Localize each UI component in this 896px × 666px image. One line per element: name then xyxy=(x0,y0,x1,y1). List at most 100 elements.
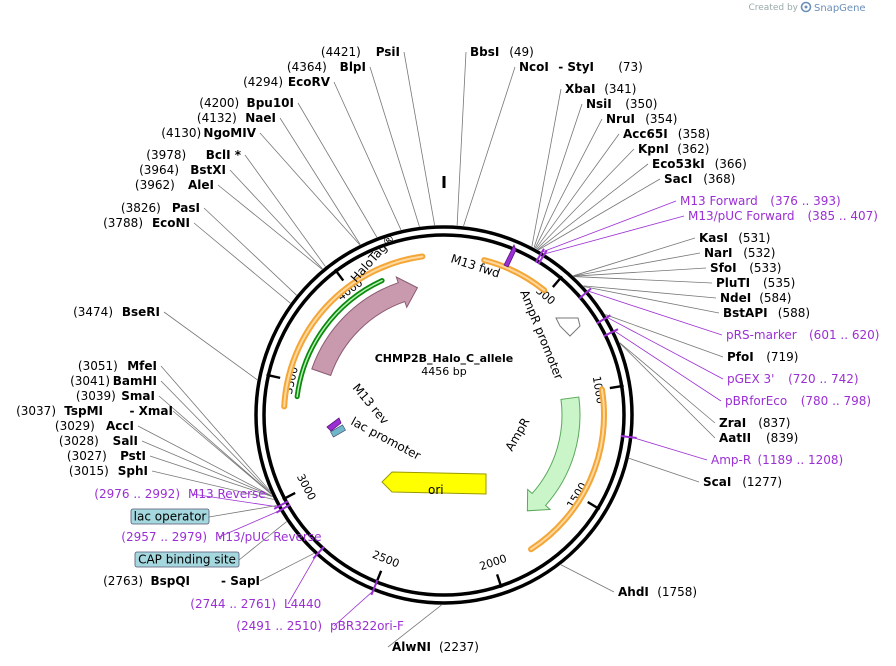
site-name: EcoNI xyxy=(152,216,190,230)
primer-site[interactable]: M13/pUC Forward(385 .. 407) xyxy=(688,209,878,223)
feature-ori[interactable]: ori xyxy=(381,471,487,497)
primer-mark xyxy=(596,314,611,325)
restriction-site[interactable]: BclI *(3978) xyxy=(146,148,241,162)
primer-leader-line xyxy=(587,290,723,336)
site-name: Acc65I xyxy=(623,127,668,141)
primer-range: (780 .. 798) xyxy=(801,394,871,408)
orf-halotag-inner-core[interactable] xyxy=(296,279,383,398)
primer-site[interactable]: pBRforEco(780 .. 798) xyxy=(725,394,871,408)
primer-site[interactable]: L4440(2744 .. 2761) xyxy=(190,597,321,611)
restriction-site[interactable]: KasI(531) xyxy=(699,231,770,245)
restriction-site[interactable]: AlwNI(2237) xyxy=(392,640,479,654)
restriction-site[interactable]: PluTI(535) xyxy=(716,276,795,290)
primer-site[interactable]: M13 Forward(376 .. 393) xyxy=(680,194,841,208)
feature-ampr[interactable]: AmpR xyxy=(502,396,581,512)
restriction-site[interactable]: NdeI(584) xyxy=(720,291,791,305)
feature-badge[interactable]: CAP binding site xyxy=(134,551,240,568)
primer-range: (2957 .. 2979) xyxy=(121,530,207,544)
leader-line xyxy=(333,81,402,231)
restriction-site[interactable]: NarI(532) xyxy=(704,246,775,260)
primer-range: (601 .. 620) xyxy=(809,328,879,342)
feature-ori-label: ori xyxy=(428,483,444,497)
restriction-site[interactable]: BstAPI(588) xyxy=(723,306,810,320)
site-name: BamHI xyxy=(113,374,157,388)
site-name: BlpI xyxy=(340,60,366,74)
restriction-site[interactable]: SmaI(3039) xyxy=(76,389,155,403)
leader-line xyxy=(217,184,323,270)
primer-site[interactable]: M13/pUC Reverse(2957 .. 2979) xyxy=(121,530,321,544)
feature-m13-fwd[interactable]: M13 fwd xyxy=(449,244,517,281)
restriction-site[interactable]: ZraI(837) xyxy=(719,416,790,430)
restriction-site[interactable]: AatII(839) xyxy=(719,431,798,445)
restriction-site[interactable]: Bpu10I(4200) xyxy=(199,96,294,110)
restriction-site[interactable]: NaeI(4132) xyxy=(197,111,276,125)
site-name: TspMI xyxy=(64,404,103,418)
site-name: EcoRV xyxy=(288,75,331,89)
restriction-site[interactable]: EcoRV(4294) xyxy=(243,75,331,89)
primer-site[interactable]: pGEX 3'(720 .. 742) xyxy=(727,372,859,386)
feature-badge[interactable]: lac operator xyxy=(130,508,210,525)
restriction-site[interactable]: SfoI(533) xyxy=(710,261,781,275)
leader-line xyxy=(628,457,700,483)
restriction-site[interactable]: EcoNI(3788) xyxy=(103,216,190,230)
restriction-site[interactable]: AhdI(1758) xyxy=(618,585,697,599)
restriction-site[interactable]: AleI(3962) xyxy=(135,178,214,192)
restriction-site[interactable]: ScaI(1277) xyxy=(703,475,782,489)
restriction-site[interactable]: Acc65I(358) xyxy=(623,127,710,141)
site-name: SacI xyxy=(664,172,692,186)
primer-site[interactable]: pBR322ori-F(2491 .. 2510) xyxy=(236,619,404,633)
restriction-site[interactable]: NcoI- StyI(73) xyxy=(519,60,643,74)
site-name: NruI xyxy=(606,112,635,126)
feature-m13-fwd-label: M13 fwd xyxy=(449,252,502,281)
primer-site[interactable]: Amp-R(1189 .. 1208) xyxy=(711,453,843,467)
restriction-site[interactable]: BbsI(49) xyxy=(470,45,534,59)
restriction-site[interactable]: AccI(3029) xyxy=(55,419,134,433)
site-name: NsiI xyxy=(586,97,612,111)
leader-line xyxy=(573,237,696,277)
site-name: AleI xyxy=(188,178,214,192)
site-coord: (588) xyxy=(778,306,810,320)
restriction-site[interactable]: BlpI(4364) xyxy=(287,60,366,74)
restriction-site[interactable]: PfoI(719) xyxy=(727,350,798,364)
restriction-site[interactable]: SphI(3015) xyxy=(69,464,148,478)
leader-line xyxy=(160,380,272,494)
restriction-site[interactable]: KpnI(362) xyxy=(638,142,709,156)
site-coord: (839) xyxy=(766,431,798,445)
site-coord: (3037) xyxy=(16,404,56,418)
site-coord: (341) xyxy=(604,82,636,96)
primer-site[interactable]: pRS-marker (601 .. 620) xyxy=(726,328,879,342)
leader-line xyxy=(560,564,615,593)
restriction-site[interactable]: XbaI(341) xyxy=(565,82,636,96)
orf-small-core[interactable] xyxy=(483,259,546,292)
restriction-site[interactable]: SalI(3028) xyxy=(59,434,138,448)
restriction-site[interactable]: NruI(354) xyxy=(606,112,677,126)
primer-name: pRS-marker xyxy=(726,328,797,342)
primer-name: pBR322ori-F xyxy=(330,619,404,633)
restriction-site[interactable]: PsiI(4421) xyxy=(321,45,400,59)
orf-halotag-outer-core[interactable] xyxy=(283,255,424,408)
restriction-site[interactable]: NsiI(350) xyxy=(586,97,657,111)
primer-leader-line xyxy=(632,437,708,461)
restriction-site[interactable]: MfeI(3051) xyxy=(78,359,157,373)
site-name: NcoI xyxy=(519,60,549,74)
site-name: PluTI xyxy=(716,276,750,290)
restriction-site[interactable]: BseRI(3474) xyxy=(73,305,160,319)
leader-line xyxy=(463,66,516,227)
restriction-site[interactable]: NgoMIV(4130) xyxy=(161,126,256,140)
restriction-site[interactable]: Eco53kI(366) xyxy=(652,157,747,171)
orf-ampr-core[interactable] xyxy=(530,388,605,551)
primer-mark xyxy=(312,545,325,560)
restriction-site[interactable]: SacI(368) xyxy=(664,172,735,186)
restriction-site[interactable]: PstI(3027) xyxy=(67,449,146,463)
restriction-site[interactable]: BstXI(3964) xyxy=(139,163,226,177)
credit-brand: SnapGene xyxy=(814,3,866,14)
site-name: SphI xyxy=(118,464,148,478)
restriction-site[interactable]: BamHI(3041) xyxy=(70,374,157,388)
tick-mark xyxy=(266,373,281,380)
restriction-site[interactable]: PasI(3826) xyxy=(121,201,200,215)
site-name: NarI xyxy=(704,246,733,260)
site-name: ScaI xyxy=(703,475,731,489)
primer-site[interactable]: M13 Reverse(2976 .. 2992) xyxy=(94,487,265,501)
